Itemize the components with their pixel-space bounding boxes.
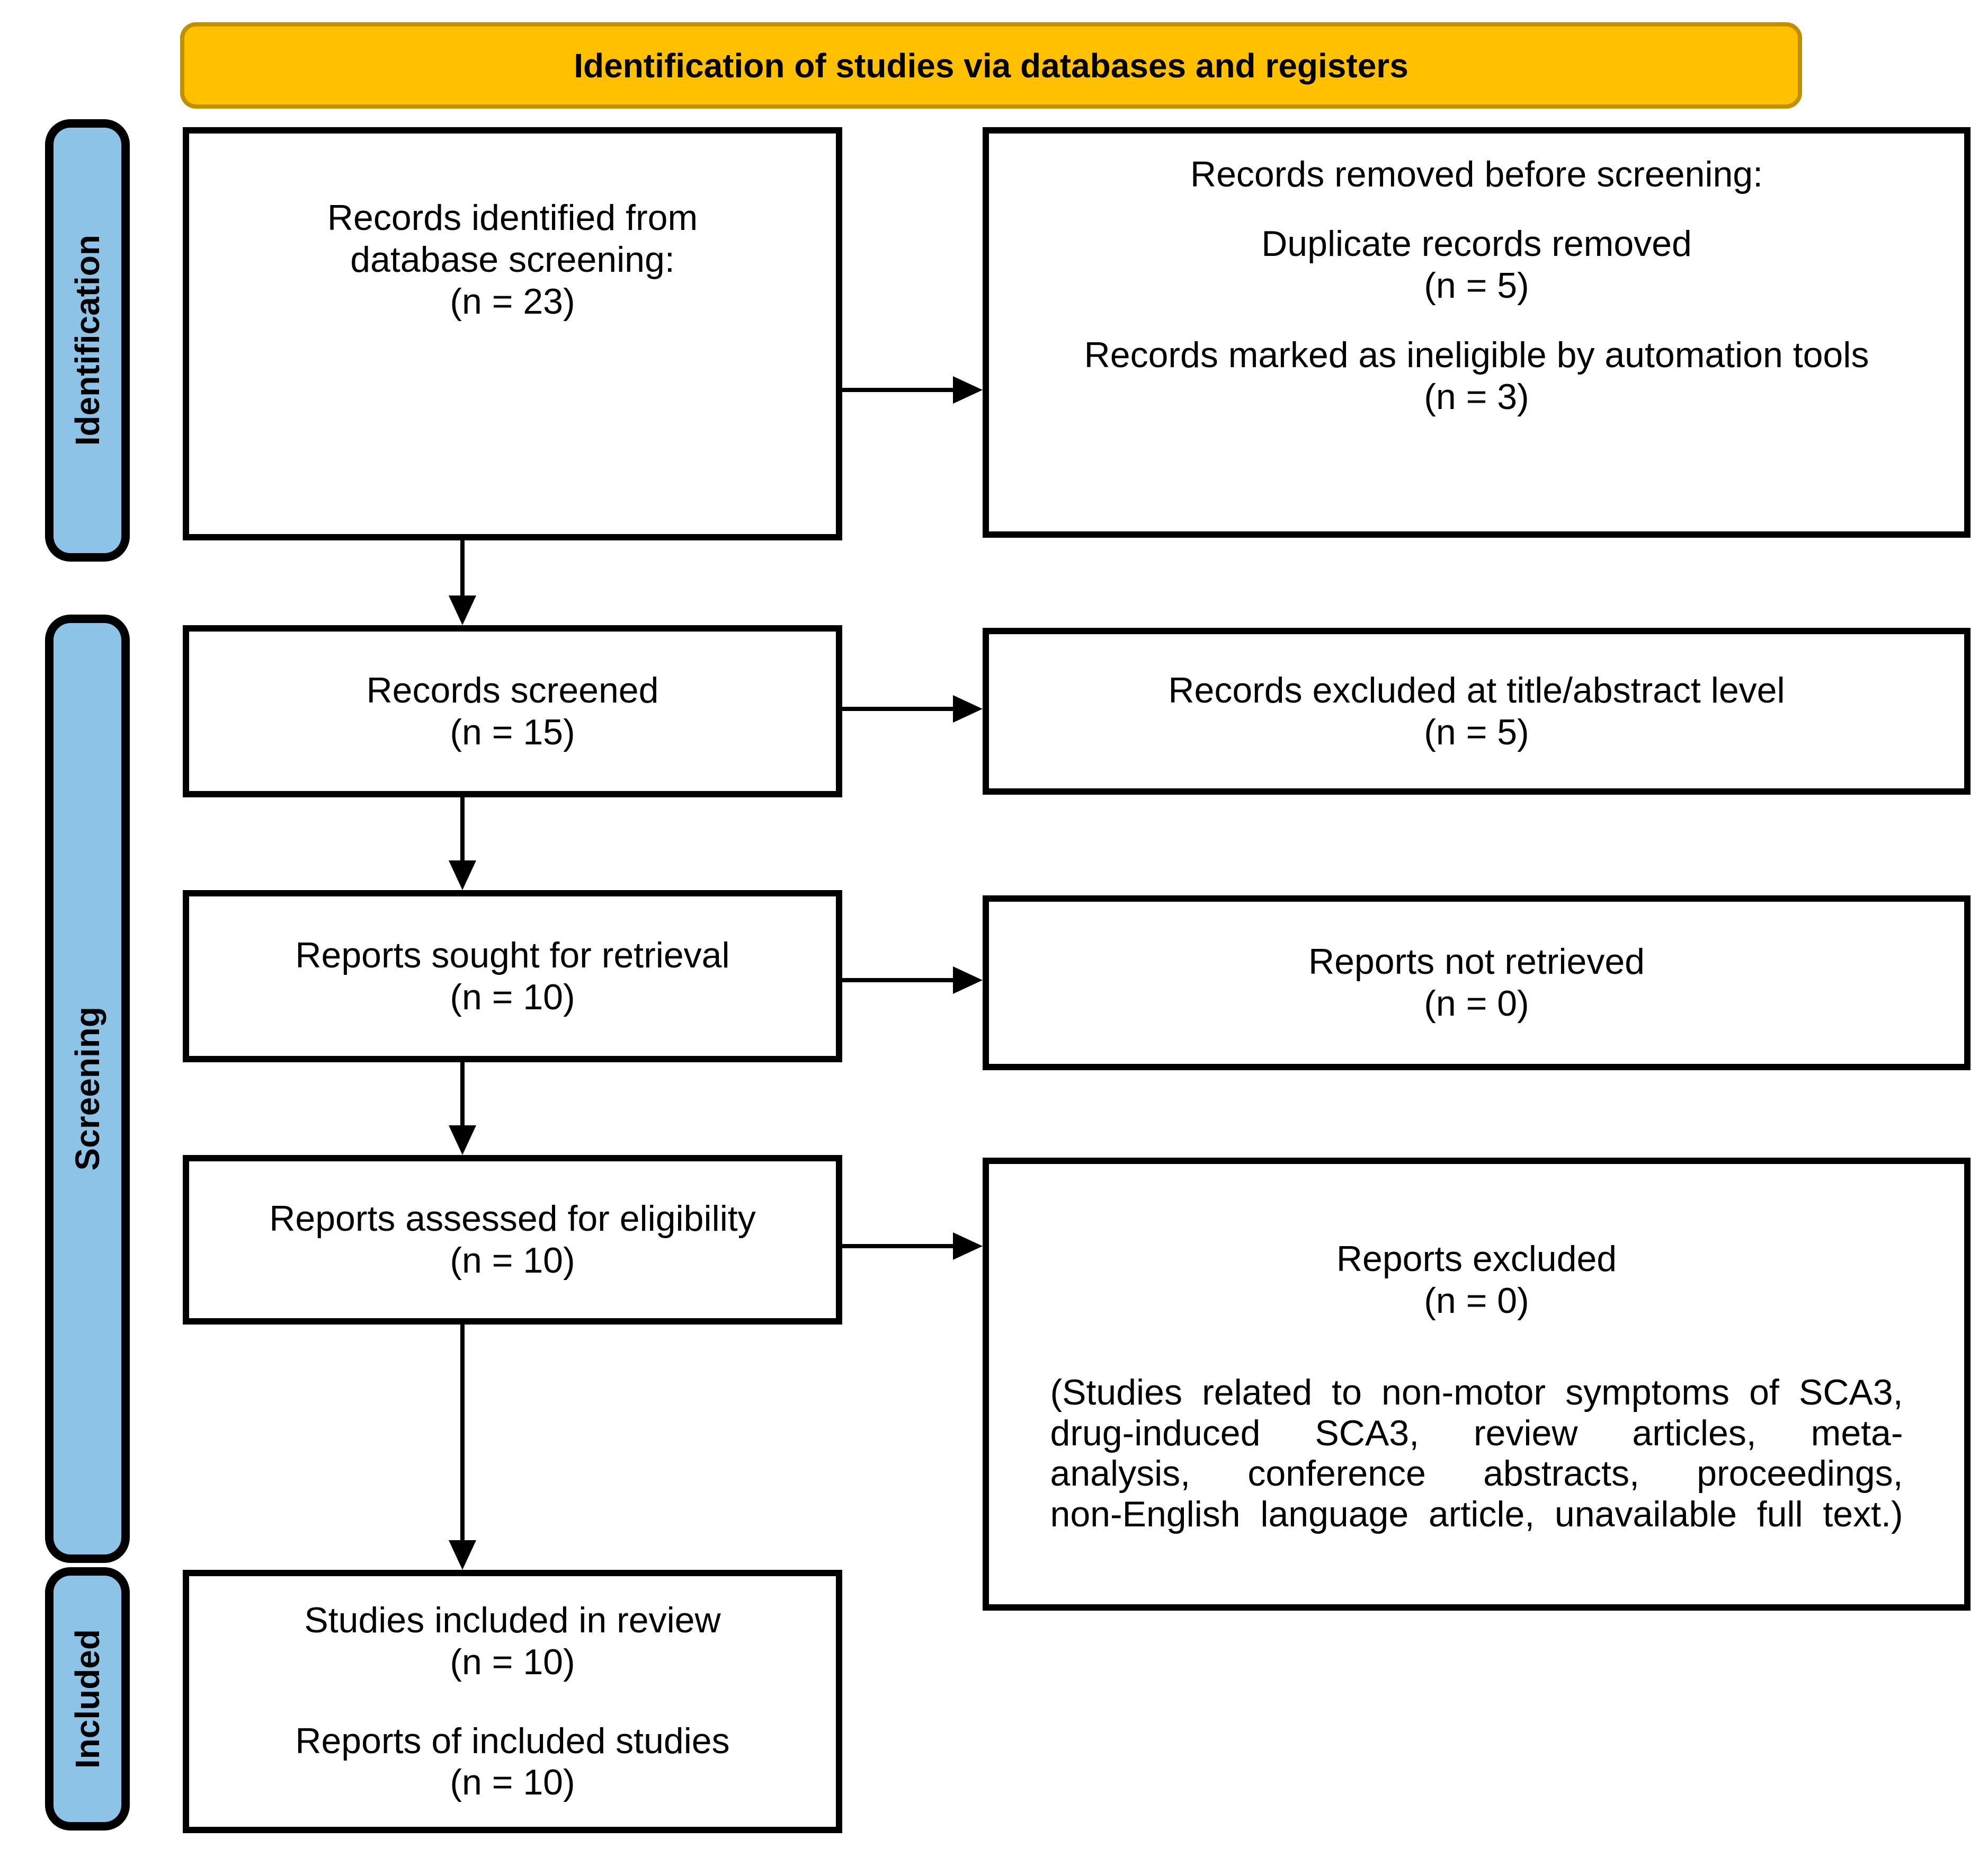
box-reports-excluded: Reports excluded (n = 0) (Studies relate… — [983, 1158, 1971, 1611]
box-records-removed-item1-label: Duplicate records removed — [1261, 223, 1692, 264]
stage-identification-label: Identification — [68, 235, 106, 446]
connector-line — [840, 1244, 955, 1248]
box-records-removed-item1-count: (n = 5) — [1424, 265, 1529, 306]
arrow-right-icon — [953, 695, 983, 723]
arrow-right-icon — [953, 966, 983, 994]
arrow-down-icon — [449, 1125, 476, 1155]
box-records-screened-label: Records screened — [366, 670, 659, 710]
connector-line — [460, 795, 465, 863]
box-reports-excluded-label: Reports excluded — [1336, 1239, 1617, 1279]
banner-identification-via-databases: Identification of studies via databases … — [180, 22, 1802, 109]
connector-line — [840, 978, 955, 982]
connector-line — [460, 1060, 465, 1127]
box-studies-included-group1-count: (n = 10) — [450, 1641, 575, 1682]
connector-line — [840, 707, 955, 711]
banner-title: Identification of studies via databases … — [574, 46, 1408, 85]
box-reports-sought: Reports sought for retrieval (n = 10) — [183, 890, 842, 1062]
arrow-right-icon — [953, 1232, 983, 1260]
stage-identification: Identification — [45, 119, 130, 562]
box-records-identified-line1: Records identified from — [327, 198, 698, 238]
box-reports-excluded-reasons: (Studies related to non-motor symptoms o… — [1050, 1372, 1903, 1535]
box-records-removed-title: Records removed before screening: — [1190, 154, 1763, 194]
box-reports-not-retrieved-count: (n = 0) — [1424, 983, 1529, 1024]
box-reports-assessed-label: Reports assessed for eligibility — [269, 1198, 756, 1239]
reason-line: (Studies related to non-motor symptoms o… — [1050, 1372, 1903, 1412]
box-reports-assessed-count: (n = 10) — [450, 1240, 575, 1281]
box-reports-excluded-count: (n = 0) — [1424, 1280, 1529, 1321]
reason-line: analysis, conference abstracts, proceedi… — [1050, 1453, 1903, 1494]
box-studies-included: Studies included in review (n = 10) Repo… — [183, 1570, 842, 1833]
stage-included-label: Included — [68, 1629, 106, 1769]
stage-included: Included — [45, 1567, 130, 1831]
box-records-identified-count: (n = 23) — [450, 281, 575, 322]
stage-screening: Screening — [45, 615, 130, 1563]
box-records-identified-line2: database screening: — [350, 239, 675, 280]
box-records-excluded-title-abstract-count: (n = 5) — [1424, 712, 1529, 752]
box-studies-included-group2-label: Reports of included studies — [295, 1720, 730, 1761]
box-reports-not-retrieved: Reports not retrieved (n = 0) — [983, 895, 1971, 1070]
box-studies-included-group2-count: (n = 10) — [450, 1762, 575, 1803]
box-records-excluded-title-abstract-label: Records excluded at title/abstract level — [1168, 670, 1785, 710]
box-records-removed: Records removed before screening: Duplic… — [983, 127, 1971, 538]
box-reports-assessed: Reports assessed for eligibility (n = 10… — [183, 1155, 842, 1325]
arrow-down-icon — [449, 860, 476, 890]
box-studies-included-group1-label: Studies included in review — [304, 1600, 721, 1640]
box-records-excluded-title-abstract: Records excluded at title/abstract level… — [983, 628, 1971, 795]
box-reports-sought-count: (n = 10) — [450, 976, 575, 1017]
box-records-identified: Records identified from database screeni… — [183, 127, 842, 540]
box-records-screened: Records screened (n = 15) — [183, 625, 842, 797]
arrow-down-icon — [449, 596, 476, 625]
connector-line — [460, 538, 465, 597]
reason-line: drug-induced SCA3, review articles, meta… — [1050, 1412, 1903, 1453]
box-reports-not-retrieved-label: Reports not retrieved — [1308, 941, 1645, 982]
box-records-screened-count: (n = 15) — [450, 712, 575, 752]
stage-screening-label: Screening — [68, 1007, 106, 1171]
box-records-removed-item2-count: (n = 3) — [1424, 376, 1529, 417]
connector-line — [460, 1322, 465, 1542]
arrow-right-icon — [953, 376, 983, 404]
box-records-removed-item2-label: Records marked as ineligible by automati… — [1084, 334, 1869, 375]
arrow-down-icon — [449, 1540, 476, 1570]
box-reports-sought-label: Reports sought for retrieval — [295, 935, 730, 975]
reason-line: non-English language article, unavailabl… — [1050, 1494, 1903, 1535]
connector-line — [840, 388, 955, 392]
